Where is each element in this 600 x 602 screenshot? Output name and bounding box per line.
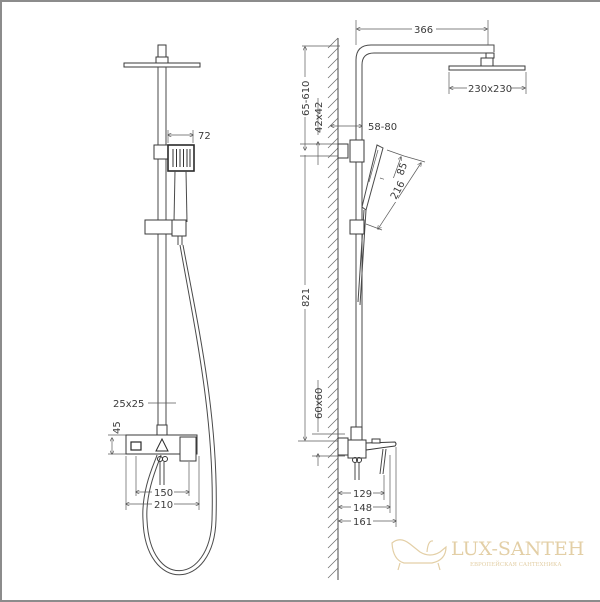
brand-tagline: ЕВРОПЕЙСКАЯ САНТЕХНИКА: [470, 560, 562, 568]
dim-arm-reach: 366: [414, 25, 433, 36]
dim-spout-129: 129: [353, 489, 372, 500]
dim-bar-length: 821: [301, 288, 312, 307]
dim-handshower-width: 72: [198, 131, 211, 142]
dim-head-size: 230x230: [468, 84, 512, 95]
hand-shower-side: [361, 144, 384, 211]
temperature-knob: [130, 441, 142, 451]
dim-mixer-width: 210: [154, 500, 173, 511]
dim-mixer-height: 45: [112, 421, 123, 434]
brand-watermark: LUX-SANTEH ЕВРОПЕЙСКАЯ САНТЕХНИКА: [391, 538, 584, 571]
upper-bracket-clamp: [349, 139, 365, 163]
dim-height-adjust: 65-610: [301, 81, 312, 116]
mixer-lever: [179, 436, 197, 462]
shower-head-connector: [157, 44, 167, 58]
mixer-side-body: [347, 439, 367, 459]
hose-connector: [171, 219, 187, 237]
mixer-wall-mount: [337, 437, 349, 456]
dim-outlet-spacing: 150: [154, 488, 173, 499]
dim-mixer-block: 60x60: [314, 388, 325, 419]
hand-shower-holder: [144, 219, 174, 235]
side-lever: [379, 448, 384, 475]
dim-bar-section: 25x25: [113, 399, 144, 410]
dim-bracket-size: 42x42: [314, 102, 325, 133]
shower-arm-outer: [355, 44, 495, 440]
dim-handshower-head: 85: [395, 161, 410, 177]
rain-shower-head: [123, 62, 201, 68]
spout-top-ring: [371, 438, 381, 444]
dim-spout-161: 161: [353, 517, 372, 528]
rain-head-side: [448, 65, 526, 71]
mixer-upper-joint: [350, 426, 363, 441]
head-swivel: [480, 57, 494, 67]
wall-bracket: [337, 143, 349, 159]
shower-head-collar: [155, 56, 169, 64]
brand-name: LUX-SANTEH: [451, 538, 584, 560]
front-view: 72 25x25 45: [108, 44, 217, 576]
diverter-symbol: [155, 437, 169, 452]
dim-wall-distance: 58-80: [368, 122, 397, 133]
side-view: 366 230x230 65-610 42x42 58-80 85: [298, 20, 527, 580]
shower-hose: [146, 244, 213, 572]
side-holder: [349, 219, 365, 235]
slider-bracket: [153, 144, 169, 160]
wall-hatching: [327, 37, 339, 579]
bath-spout: [365, 441, 397, 451]
thermostatic-mixer-body: [125, 434, 198, 455]
dim-spout-148: 148: [353, 503, 372, 514]
arm-head-joint: [485, 52, 495, 59]
bathtub-logo-icon: [391, 539, 447, 571]
